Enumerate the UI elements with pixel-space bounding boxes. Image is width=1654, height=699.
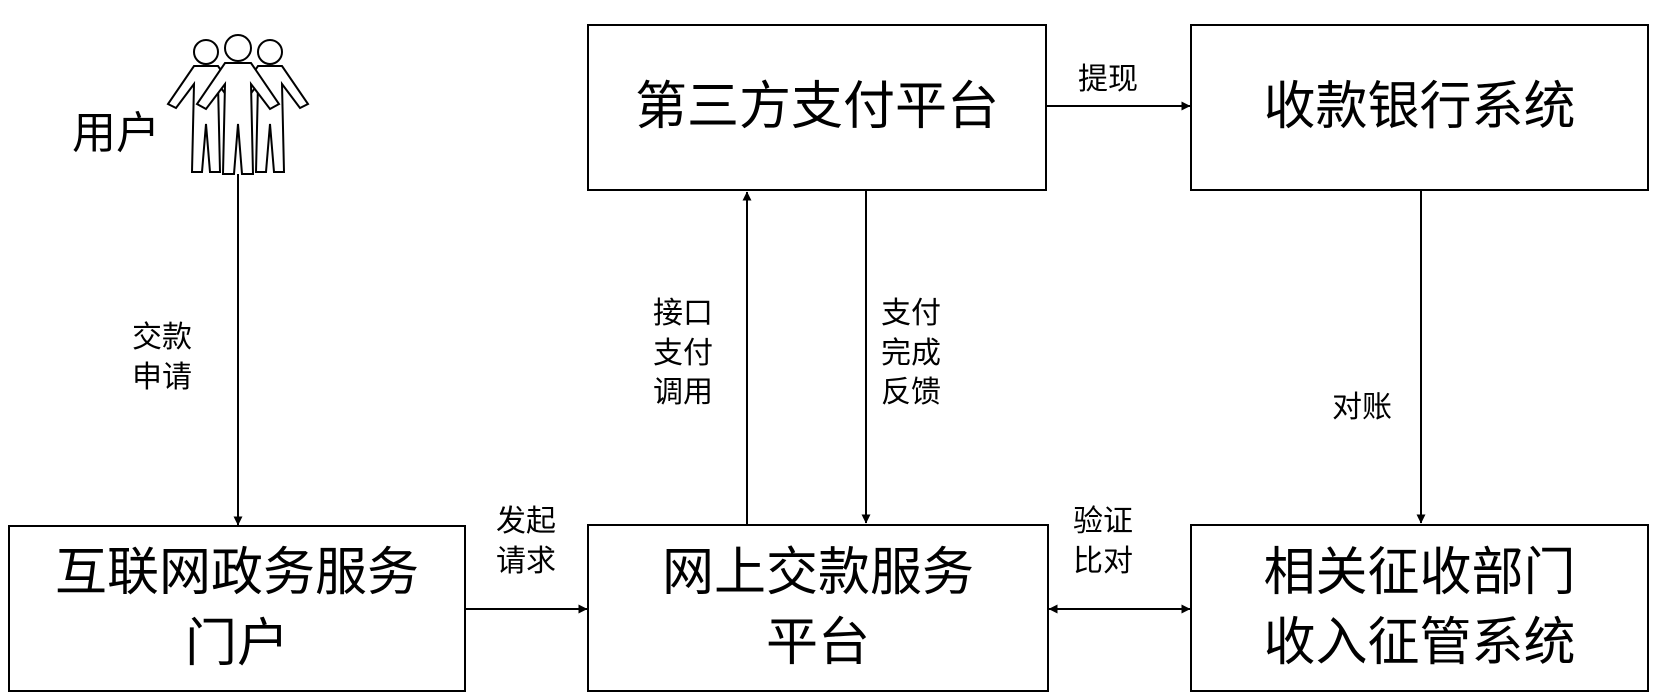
third-party-payment-box: 第三方支付平台 xyxy=(587,24,1047,191)
person-figure-center xyxy=(195,34,281,175)
request-label-line1: 发起 xyxy=(496,504,556,539)
reconcile-label: 对账 xyxy=(1332,388,1392,428)
receiving-bank-box: 收款银行系统 xyxy=(1190,24,1649,191)
feedback-label-line1: 支付 xyxy=(881,296,941,331)
portal-label-line2: 门户 xyxy=(184,613,289,674)
portal-label-line1: 互联网政务服务 xyxy=(54,543,419,604)
verify-label-line1: 验证 xyxy=(1073,504,1133,539)
feedback-label: 支付 完成 反馈 xyxy=(881,294,941,413)
collection-system-box: 相关征收部门 收入征管系统 xyxy=(1190,524,1649,692)
call-label-line2: 支付 xyxy=(653,335,713,371)
reconcile-label-line1: 对账 xyxy=(1332,390,1392,425)
portal-box: 互联网政务服务 门户 xyxy=(8,525,466,692)
user-label: 用户 xyxy=(72,112,160,156)
request-label: 发起 请求 xyxy=(496,502,556,581)
user-label-text: 用户 xyxy=(72,108,160,159)
receiving-bank-label: 收款银行系统 xyxy=(1263,77,1576,138)
payment-platform-label-line2: 平台 xyxy=(765,613,870,673)
feedback-label-line3: 反馈 xyxy=(881,375,941,411)
collection-system-label-line1: 相关征收部门 xyxy=(1263,542,1576,603)
withdraw-label-line1: 提现 xyxy=(1078,62,1138,97)
withdraw-label: 提现 xyxy=(1078,60,1138,100)
verify-label: 验证 比对 xyxy=(1073,502,1133,581)
call-label-line1: 接口 xyxy=(653,296,713,331)
request-label-line2: 请求 xyxy=(496,543,556,579)
third-party-payment-label: 第三方支付平台 xyxy=(634,77,999,138)
collection-system-label-line2: 收入征管系统 xyxy=(1263,613,1576,673)
apply-label: 交款 申请 xyxy=(132,318,192,397)
user-group-icon xyxy=(166,34,310,175)
apply-label-line2: 申请 xyxy=(132,359,192,395)
payment-platform-label-line1: 网上交款服务 xyxy=(661,542,974,603)
payment-platform-box: 网上交款服务 平台 xyxy=(587,524,1049,692)
verify-label-line2: 比对 xyxy=(1073,543,1133,579)
feedback-label-line2: 完成 xyxy=(881,335,941,371)
apply-label-line1: 交款 xyxy=(132,320,192,355)
call-label: 接口 支付 调用 xyxy=(653,294,713,413)
call-label-line3: 调用 xyxy=(653,375,713,411)
